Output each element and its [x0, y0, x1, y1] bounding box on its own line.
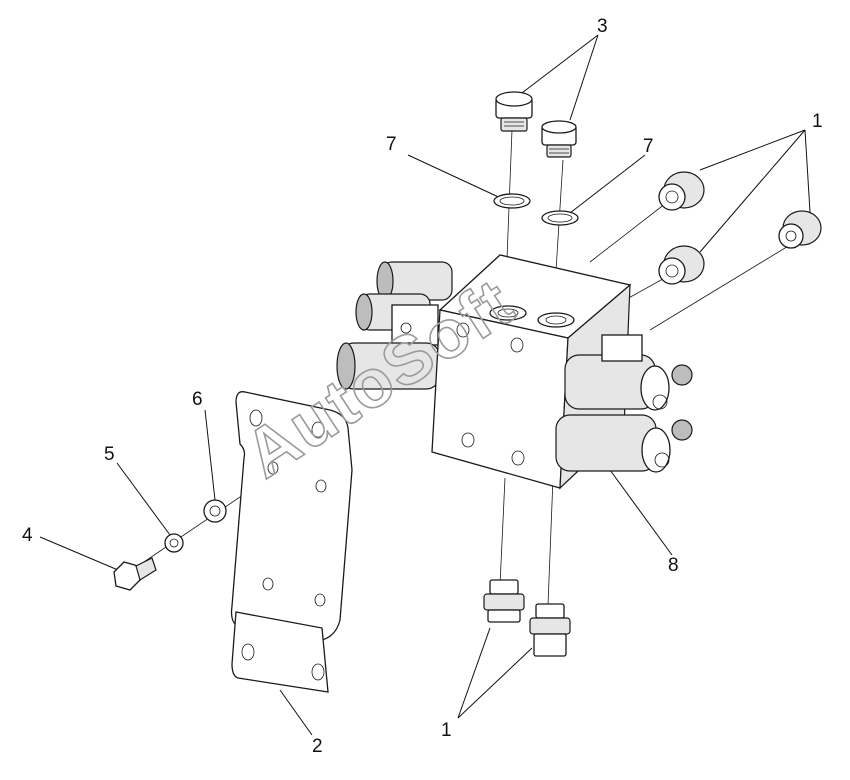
fitting-1-bottom-left — [483, 579, 525, 623]
plug-3-left — [495, 91, 533, 132]
valve-block-assembly — [336, 254, 693, 490]
callout-6: 6 — [192, 389, 203, 410]
callout-7-left: 7 — [386, 134, 397, 155]
callout-5: 5 — [104, 444, 115, 465]
leader-lines — [39, 34, 811, 736]
seal-ring-7-left — [493, 193, 531, 209]
lock-washer-5 — [164, 533, 184, 553]
plug-3-right — [541, 120, 577, 158]
fitting-1-bottom-right — [529, 603, 571, 657]
callout-numbers: 3 7 7 1 6 5 4 8 2 1 — [22, 16, 823, 757]
fitting-1-upper — [658, 171, 705, 211]
callout-4: 4 — [22, 525, 33, 546]
callout-3: 3 — [597, 16, 608, 37]
washer-6 — [203, 499, 227, 523]
fitting-1-right — [778, 210, 822, 249]
fitting-1-middle — [658, 245, 705, 285]
callout-2: 2 — [312, 736, 323, 757]
seal-ring-7-right — [541, 210, 579, 226]
callout-8: 8 — [668, 555, 679, 576]
callout-1-top: 1 — [812, 111, 823, 132]
bolt-4 — [113, 557, 157, 591]
callout-7-right: 7 — [643, 136, 654, 157]
mounting-bracket-2 — [230, 391, 353, 693]
callout-1-bottom: 1 — [441, 720, 452, 741]
